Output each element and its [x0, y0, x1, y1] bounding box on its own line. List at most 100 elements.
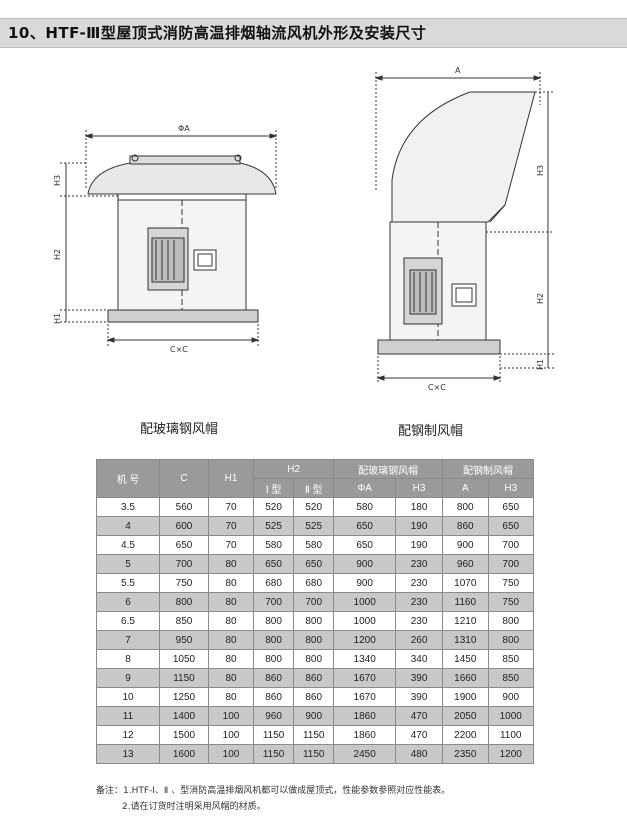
table-cell: 750 [487, 592, 534, 612]
table-cell: 1600 [159, 744, 209, 764]
table-cell: 650 [487, 497, 534, 517]
table-cell: 70 [208, 535, 254, 555]
table-cell: 800 [293, 611, 335, 631]
table-cell: 1500 [159, 725, 209, 745]
header-c: C [159, 459, 209, 498]
header-a: A [442, 478, 489, 498]
table-cell: 230 [395, 573, 444, 593]
table-cell: 520 [293, 497, 335, 517]
frp-dim-h2: H2 [53, 249, 62, 260]
table-cell: 960 [442, 554, 489, 574]
table-cell: 4.5 [96, 535, 160, 555]
table-cell: 850 [487, 649, 534, 669]
frp-dim-cxc: C×C [170, 345, 188, 354]
table-cell: 900 [442, 535, 489, 555]
table-cell: 10 [96, 687, 160, 707]
table-cell: 580 [333, 497, 397, 517]
table-cell: 525 [293, 516, 335, 536]
table-cell: 1310 [442, 630, 489, 650]
table-cell: 80 [208, 611, 254, 631]
table-cell: 900 [333, 573, 397, 593]
table-cell: 80 [208, 687, 254, 707]
table-cell: 600 [159, 516, 209, 536]
table-cell: 2350 [442, 744, 489, 764]
table-cell: 70 [208, 497, 254, 517]
table-cell: 340 [395, 649, 444, 669]
table-cell: 5.5 [96, 573, 160, 593]
table-cell: 11 [96, 706, 160, 726]
notes: 备注：1.HTF-Ⅰ、Ⅱ 、型消防高温排烟风机都可以做成屋顶式，性能参数参照对应… [96, 783, 450, 815]
table-cell: 950 [159, 630, 209, 650]
table-cell: 80 [208, 649, 254, 669]
table-cell: 8 [96, 649, 160, 669]
table-cell: 650 [333, 516, 397, 536]
table-cell: 390 [395, 668, 444, 688]
table-cell: 1150 [252, 744, 295, 764]
table-cell: 700 [252, 592, 295, 612]
table-cell: 520 [252, 497, 295, 517]
table-cell: 1400 [159, 706, 209, 726]
table-cell: 1000 [333, 611, 397, 631]
table-cell: 13 [96, 744, 160, 764]
table-cell: 100 [208, 744, 254, 764]
table-cell: 7 [96, 630, 160, 650]
header-h2: H2 [252, 459, 335, 479]
table-cell: 800 [487, 611, 534, 631]
table-cell: 800 [252, 649, 295, 669]
table-cell: 900 [333, 554, 397, 574]
table-cell: 850 [487, 668, 534, 688]
steel-dim-h2: H2 [536, 293, 545, 304]
table-cell: 800 [252, 611, 295, 631]
table-cell: 1200 [333, 630, 397, 650]
table-cell: 650 [487, 516, 534, 536]
header-type-1: Ⅰ 型 [252, 478, 295, 498]
steel-cowl-fan-drawing [374, 72, 554, 384]
table-cell: 860 [252, 687, 295, 707]
table-cell: 800 [293, 649, 335, 669]
header-type-2: Ⅱ 型 [293, 478, 335, 498]
table-cell: 1150 [293, 725, 335, 745]
table-cell: 650 [333, 535, 397, 555]
table-cell: 6 [96, 592, 160, 612]
steel-dim-h3: H3 [536, 165, 545, 176]
table-cell: 1200 [487, 744, 534, 764]
note-line-1: 备注：1.HTF-Ⅰ、Ⅱ 、型消防高温排烟风机都可以做成屋顶式，性能参数参照对应… [96, 786, 451, 796]
table-cell: 800 [252, 630, 295, 650]
header-h3-frp: H3 [395, 478, 444, 498]
table-cell: 700 [293, 592, 335, 612]
table-cell: 650 [252, 554, 295, 574]
frp-cowl-fan-drawing [60, 130, 278, 346]
table-cell: 12 [96, 725, 160, 745]
table-cell: 80 [208, 554, 254, 574]
table-cell: 2050 [442, 706, 489, 726]
table-cell: 100 [208, 725, 254, 745]
table-cell: 1150 [159, 668, 209, 688]
header-model: 机 号 [96, 459, 160, 498]
table-cell: 2200 [442, 725, 489, 745]
steel-dim-h1: H1 [536, 359, 545, 370]
table-subheader-row: Ⅰ 型 Ⅱ 型 ΦA H3 A H3 [97, 478, 534, 498]
table-cell: 70 [208, 516, 254, 536]
table-cell: 230 [395, 611, 444, 631]
table-cell: 5 [96, 554, 160, 574]
dimensions-table: 机 号 C H1 H2 配玻璃钢风帽 配钢制风帽 Ⅰ 型 Ⅱ 型 ΦA H3 A… [96, 459, 534, 764]
table-cell: 470 [395, 725, 444, 745]
frp-dim-phiA: ΦA [178, 124, 190, 133]
table-cell: 860 [442, 516, 489, 536]
steel-dim-cxc: C×C [428, 383, 446, 392]
steel-cowl-caption: 配钢制风帽 [398, 424, 464, 439]
table-cell: 260 [395, 630, 444, 650]
table-cell: 1070 [442, 573, 489, 593]
table-cell: 80 [208, 573, 254, 593]
table-cell: 1670 [333, 687, 397, 707]
table-cell: 390 [395, 687, 444, 707]
header-h3-steel: H3 [487, 478, 534, 498]
table-cell: 1160 [442, 592, 489, 612]
table-cell: 680 [252, 573, 295, 593]
